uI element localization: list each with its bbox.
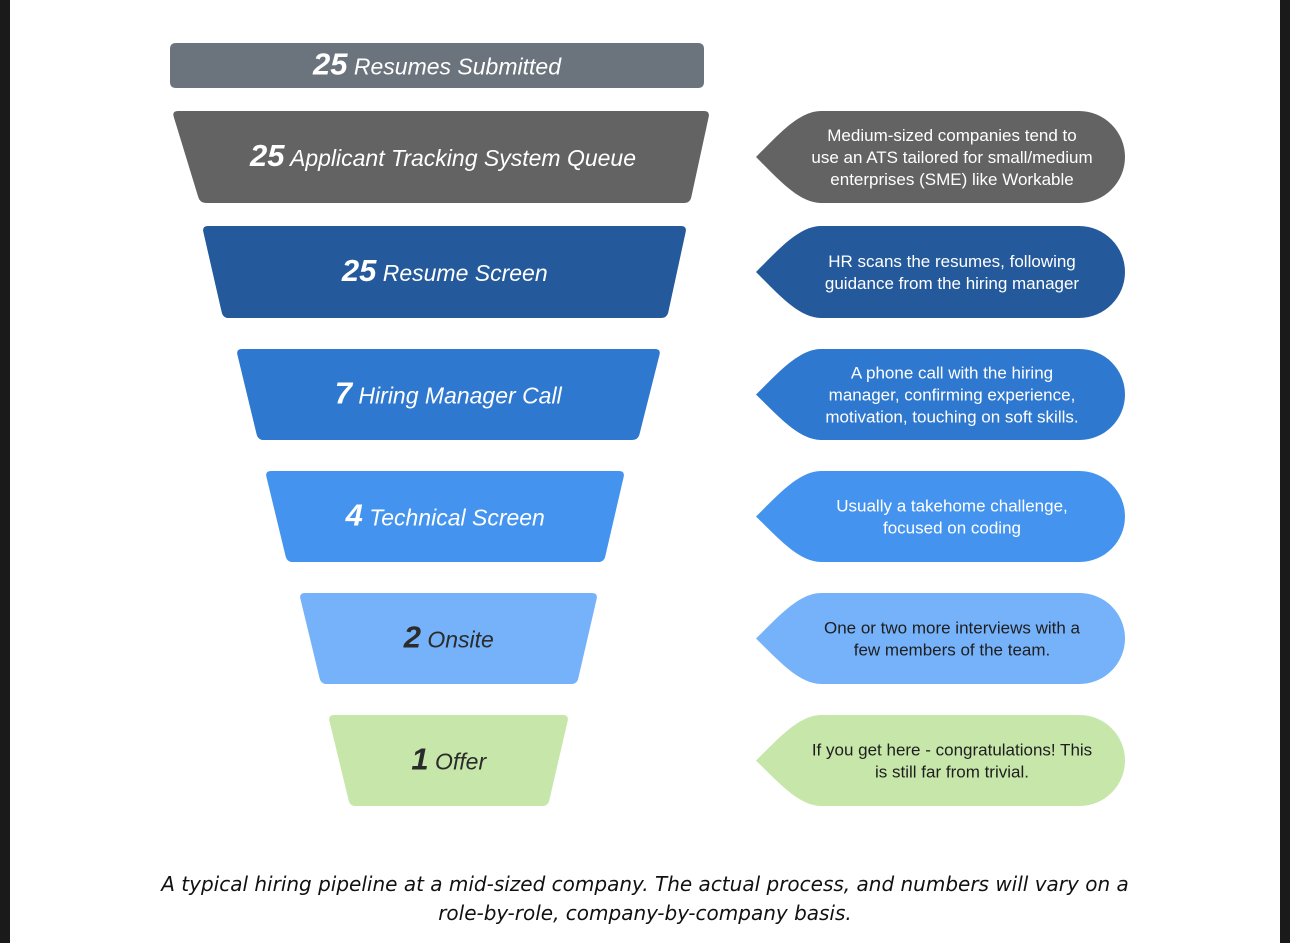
funnel-stage-shape: [203, 226, 686, 318]
stage-note: If you get here - congratulations! This i…: [756, 715, 1125, 807]
stage-note-line: Usually a takehome challenge,: [836, 497, 1068, 516]
funnel-stage-shape: [300, 593, 597, 684]
stage-note-line: Medium-sized companies tend to: [827, 126, 1076, 145]
stage-note-bubble: [756, 349, 1125, 440]
stage-note-line: use an ATS tailored for small/medium: [811, 148, 1092, 167]
funnel-stage: 4 Technical Screen: [266, 471, 624, 562]
funnel-stage: 25 Resumes Submitted: [170, 43, 704, 88]
funnel-stage-shape: [329, 715, 568, 806]
stage-count: 25: [249, 138, 285, 173]
funnel-stage: 7 Hiring Manager Call: [237, 349, 660, 440]
stage-note: A phone call with the hiring manager, con…: [756, 349, 1125, 440]
funnel-stage-label: 7 Hiring Manager Call: [335, 376, 563, 411]
funnel-stage-label: 4 Technical Screen: [345, 498, 545, 533]
stage-name: Technical Screen: [363, 505, 545, 531]
stage-note-bubble: [756, 471, 1125, 562]
funnel-stage-shape: [170, 43, 704, 88]
funnel-stage-label: 2 Onsite: [403, 620, 494, 655]
stage-note-line: few members of the team.: [854, 641, 1051, 660]
funnel-stage-shape: [237, 349, 660, 440]
stage-note-line: HR scans the resumes, following: [828, 252, 1076, 271]
funnel-stage-label: 1 Offer: [411, 742, 487, 777]
stage-note-line: motivation, touching on soft skills.: [825, 408, 1078, 427]
figure-caption: A typical hiring pipeline at a mid-sized…: [10, 870, 1280, 928]
stage-note-line: guidance from the hiring manager: [825, 274, 1080, 293]
stage-name: Onsite: [421, 627, 494, 653]
funnel-stage-label: 25 Resume Screen: [341, 253, 548, 288]
stage-count: 2: [403, 620, 421, 655]
funnel-stage: 2 Onsite: [300, 593, 597, 684]
stage-name: Resume Screen: [376, 260, 547, 286]
stage-name: Resumes Submitted: [348, 54, 563, 80]
stage-name: Applicant Tracking System Queue: [284, 145, 636, 171]
stage-note-bubble: [756, 715, 1125, 807]
stage-count: 7: [335, 376, 354, 411]
stage-note-line: focused on coding: [883, 519, 1021, 538]
stage-note-bubble: [756, 226, 1125, 318]
funnel-stage: 1 Offer: [329, 715, 568, 806]
stage-note-bubble: [756, 593, 1125, 684]
stage-note-line: is still far from trivial.: [875, 763, 1029, 782]
stage-count: 25: [341, 253, 377, 288]
stage-note-line: One or two more interviews with a: [824, 619, 1081, 638]
stage-note: Medium-sized companies tend to use an ATS…: [756, 111, 1125, 203]
stage-name: Offer: [429, 749, 488, 775]
stage-note: One or two more interviews with a few mem…: [756, 593, 1125, 684]
stage-note-bubble: [756, 111, 1125, 203]
stage-note: HR scans the resumes, following guidance …: [756, 226, 1125, 318]
stage-note-line: If you get here - congratulations! This: [812, 741, 1092, 760]
stage-count: 25: [312, 47, 348, 82]
stage-note-line: A phone call with the hiring: [851, 364, 1053, 383]
stage-note: Usually a takehome challenge, focused on …: [756, 471, 1125, 562]
stage-name: Hiring Manager Call: [352, 383, 563, 409]
stage-note-line: enterprises (SME) like Workable: [830, 170, 1073, 189]
stage-count: 1: [411, 742, 428, 777]
funnel-stage: 25 Resume Screen: [203, 226, 686, 318]
stage-note-line: manager, confirming experience,: [829, 386, 1076, 405]
funnel-stage-label: 25 Applicant Tracking System Queue: [249, 138, 636, 173]
funnel-stage-label: 25 Resumes Submitted: [312, 47, 562, 82]
funnel-stage-shape: [266, 471, 624, 562]
funnel-stage-shape: [173, 111, 709, 203]
caption-line-1: A typical hiring pipeline at a mid-sized…: [161, 872, 1129, 896]
stage-count: 4: [345, 498, 363, 533]
caption-line-2: role-by-role, company-by-company basis.: [438, 901, 852, 925]
funnel-stage: 25 Applicant Tracking System Queue: [173, 111, 709, 203]
